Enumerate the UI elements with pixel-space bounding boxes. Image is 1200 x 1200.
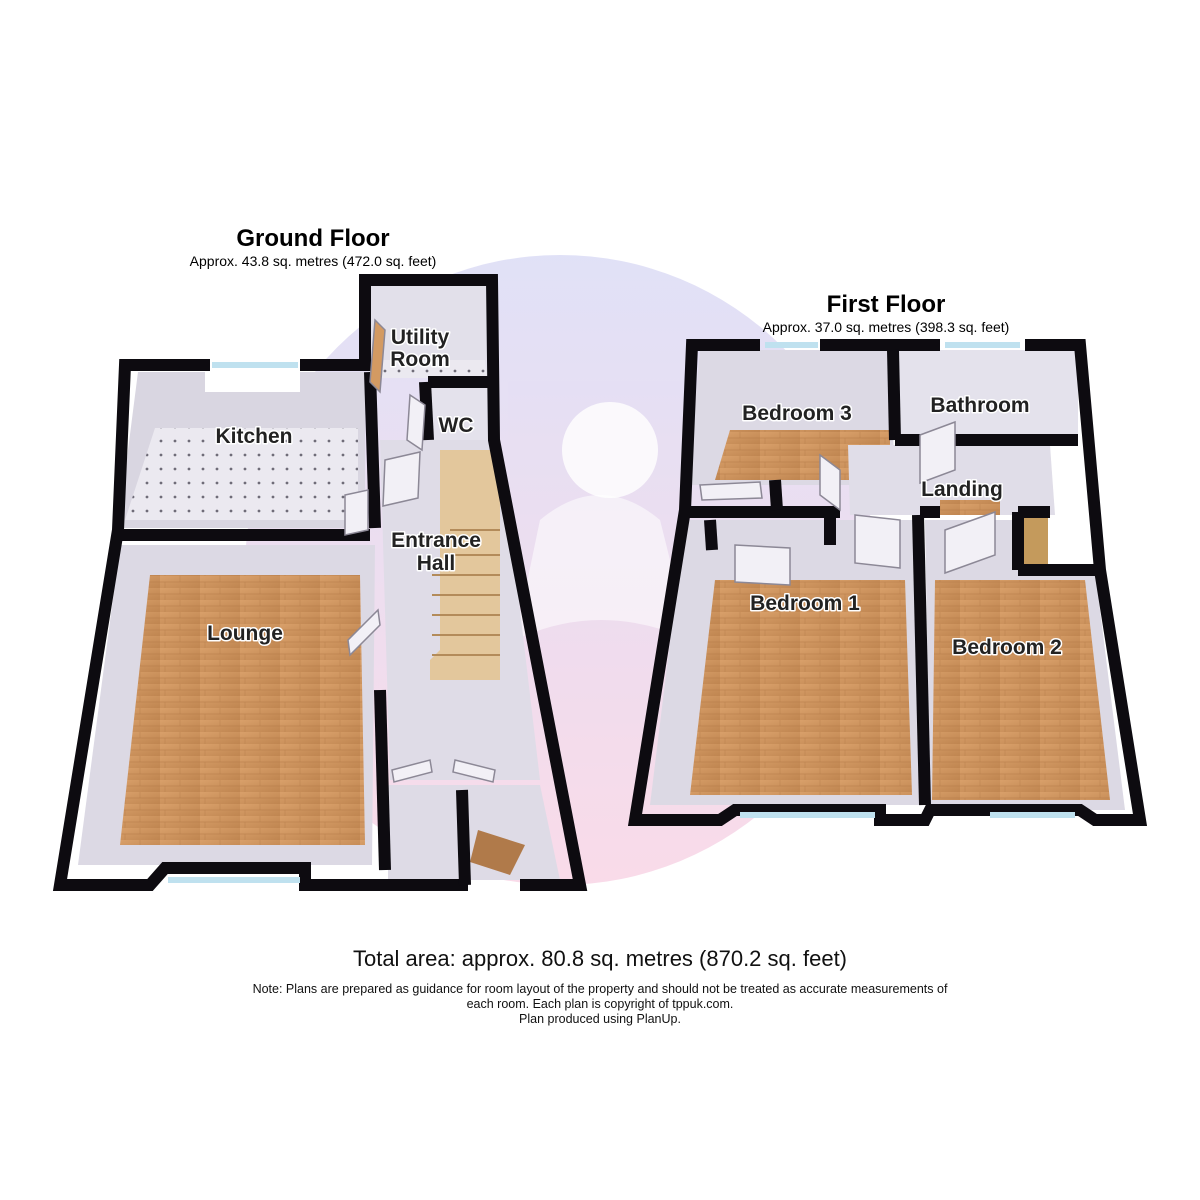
entrance-hall-label-line2: Hall <box>417 552 456 575</box>
entrance-hall-room <box>380 440 540 780</box>
entrance-hall-label-line1: Entrance <box>391 529 481 552</box>
bathroom-label: Bathroom <box>930 394 1029 417</box>
lounge-label: Lounge <box>207 622 283 645</box>
bathroom-room <box>897 350 1078 440</box>
ground-floor-walls <box>52 274 588 891</box>
utility-room <box>362 285 492 378</box>
kitchen-label: Kitchen <box>215 425 292 448</box>
note-line-3: Plan produced using PlanUp. <box>519 1012 681 1026</box>
note-line-2: each room. Each plan is copyright of tpp… <box>466 997 734 1011</box>
landing-area <box>848 445 1055 515</box>
ground-floor-doors <box>344 318 496 783</box>
utility-room-label-line1: Utility <box>391 326 450 349</box>
lounge-room <box>78 545 375 865</box>
note-line-1: Note: Plans are prepared as guidance for… <box>252 982 948 996</box>
first-floor-area: Approx. 37.0 sq. metres (398.3 sq. feet) <box>763 319 1010 335</box>
first-floor-plan <box>627 339 1148 826</box>
staircase <box>430 450 500 680</box>
wc-label: WC <box>439 414 474 437</box>
bedroom-1-room <box>650 520 920 805</box>
bedroom-3-room <box>688 350 895 485</box>
porch-area <box>388 785 560 880</box>
total-area: Total area: approx. 80.8 sq. metres (870… <box>352 946 848 971</box>
bedroom-3-label: Bedroom 3 <box>742 402 852 425</box>
first-floor-title: First Floor <box>827 291 946 318</box>
wc-room <box>428 388 494 440</box>
first-floor-walls <box>627 339 1148 826</box>
ground-floor-title: Ground Floor <box>236 225 389 252</box>
first-floor-doors <box>699 420 996 586</box>
utility-room-label-line2: Room <box>390 348 450 371</box>
kitchen-room <box>118 372 365 528</box>
disclaimer-note: Note: Plans are prepared as guidance for… <box>200 982 1000 1027</box>
landing-label: Landing <box>921 478 1003 501</box>
bedroom-2-room <box>925 520 1125 810</box>
ground-floor-plan <box>52 274 588 891</box>
bedroom-1-label: Bedroom 1 <box>750 592 860 615</box>
bedroom-2-label: Bedroom 2 <box>952 636 1062 659</box>
ground-floor-area: Approx. 43.8 sq. metres (472.0 sq. feet) <box>190 253 437 269</box>
